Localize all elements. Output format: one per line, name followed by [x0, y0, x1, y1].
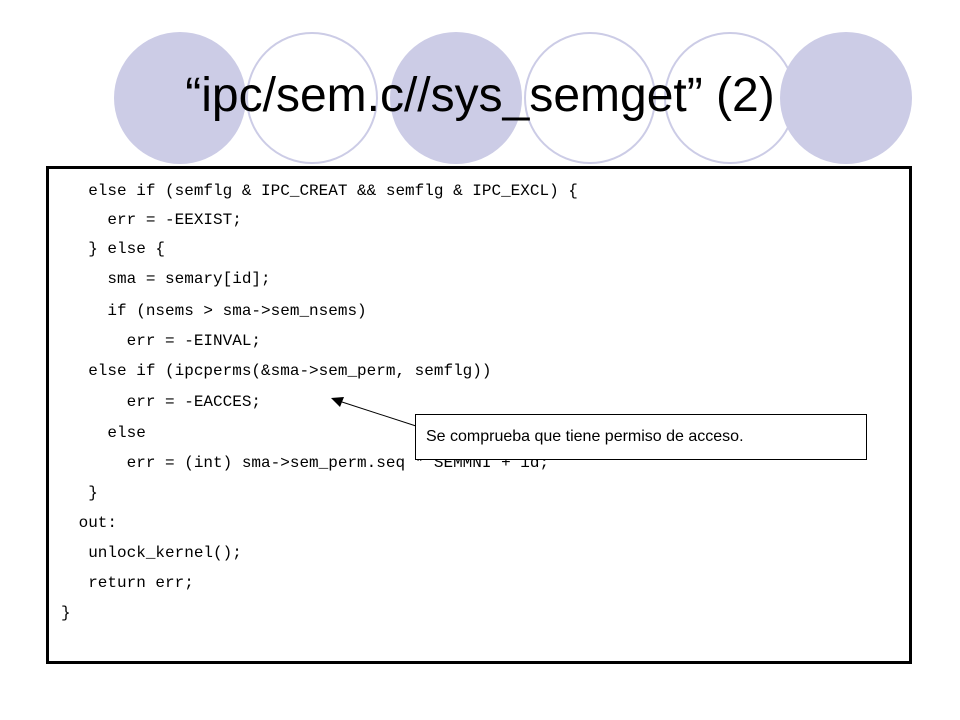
decorative-circle — [114, 32, 246, 164]
code-line: else if (semflg & IPC_CREAT && semflg & … — [69, 182, 578, 200]
code-line: } else { — [69, 240, 166, 258]
code-line: unlock_kernel(); — [69, 544, 242, 562]
code-line: else if (ipcperms(&sma->sem_perm, semflg… — [69, 362, 492, 380]
code-line: err = (int) sma->sem_perm.seq * SEMMNI +… — [69, 454, 550, 472]
code-line: } — [69, 484, 98, 502]
decorative-circle — [780, 32, 912, 164]
code-line: return err; — [69, 574, 194, 592]
callout-text: Se comprueba que tiene permiso de acceso… — [426, 428, 744, 445]
code-line: err = -EEXIST; — [69, 211, 242, 229]
callout-box: Se comprueba que tiene permiso de acceso… — [415, 414, 867, 460]
code-line: err = -EINVAL; — [69, 332, 262, 350]
decorative-circle — [524, 32, 656, 164]
code-line: else — [69, 424, 146, 442]
decorative-circle — [246, 32, 378, 164]
slide-title: “ipc/sem.c//sys_semget” (2) — [185, 69, 775, 122]
code-line: out: — [69, 514, 118, 532]
decorative-circle — [390, 32, 522, 164]
code-line: err = -EACCES; — [69, 393, 262, 411]
code-line: } — [61, 604, 71, 622]
code-line: if (nsems > sma->sem_nsems) — [69, 302, 367, 320]
code-line: sma = semary[id]; — [69, 270, 271, 288]
